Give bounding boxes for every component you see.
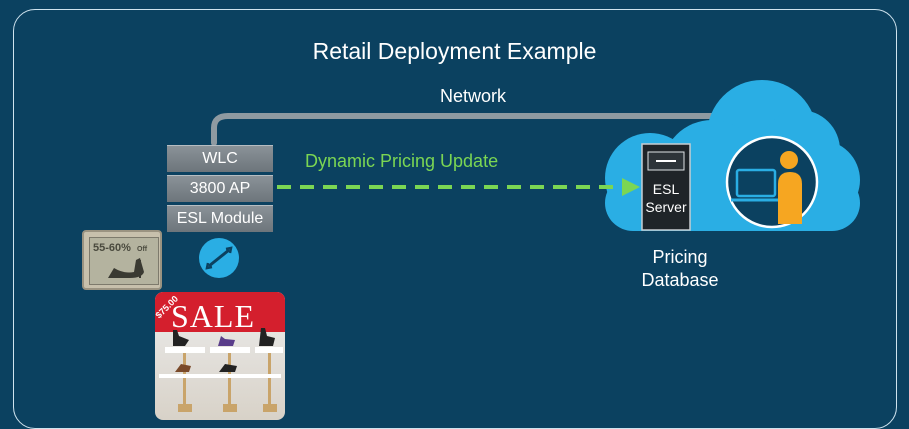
pricing-label-line2: Database (641, 270, 719, 290)
ap-box: 3800 AP (167, 175, 273, 202)
wireless-link-icon (199, 238, 239, 278)
person-icon (725, 135, 819, 229)
server-label: ESL Server (644, 180, 688, 216)
pricing-label-line1: Pricing (652, 247, 708, 267)
wlc-box: WLC (167, 145, 273, 172)
sale-word: SALE (171, 298, 255, 334)
diagram-title: Retail Deployment Example (312, 38, 597, 64)
esl-tag-off: Off (137, 246, 148, 253)
sale-display-photo: $75.00 SALE (155, 292, 285, 420)
flow-arrow-head (622, 178, 640, 196)
shoe-shelves-icon (159, 328, 283, 412)
esl-tag-discount: 55-60% (93, 242, 131, 254)
server-label-line2: Server (645, 199, 687, 215)
esl-module-box: ESL Module (167, 205, 273, 232)
server-label-line1: ESL (652, 181, 680, 197)
esl-tag-screen: 55-60% Off (89, 237, 159, 285)
network-line (211, 113, 738, 146)
esl-tag-device: 55-60% Off (82, 230, 162, 290)
flow-label: Dynamic Pricing Update (305, 151, 499, 171)
esl-server-icon (641, 143, 691, 231)
sale-banner (155, 292, 285, 332)
shoe-icon (108, 258, 144, 278)
network-label: Network (440, 86, 507, 106)
pricing-database-label: Pricing Database (620, 246, 740, 292)
